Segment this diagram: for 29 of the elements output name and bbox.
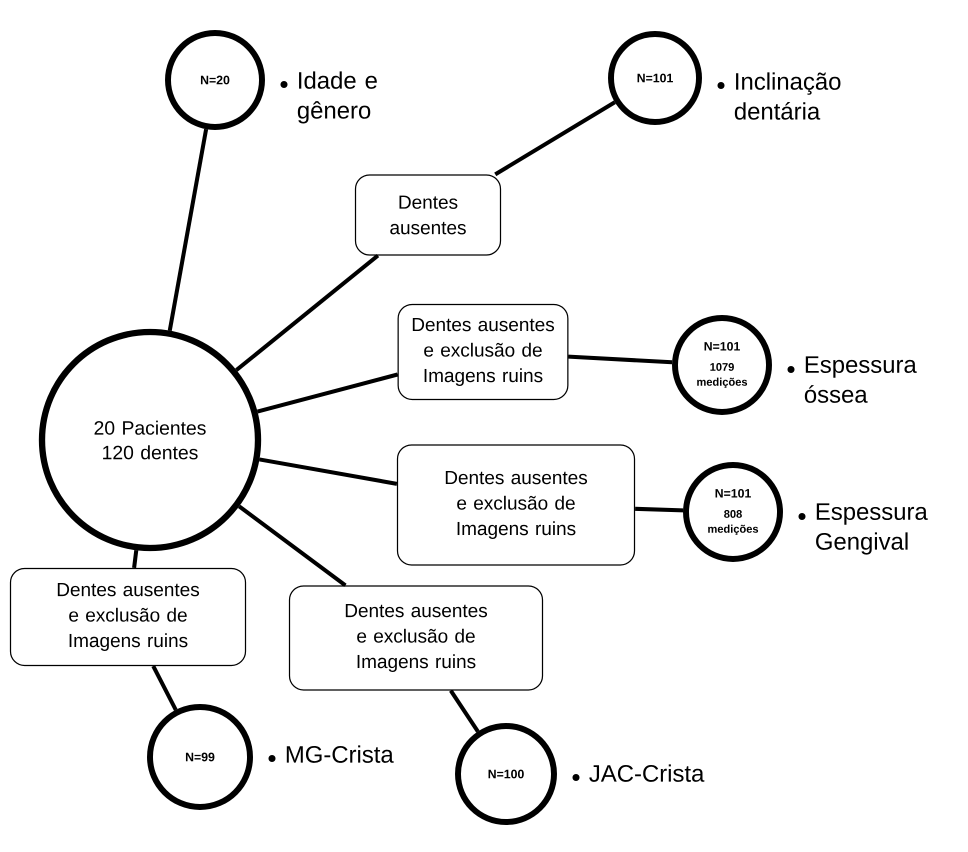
side-label: Espessura óssea: [804, 356, 917, 403]
side-label: Inclinação dentária: [734, 72, 840, 120]
connector-line: [256, 372, 398, 414]
circle-node: N=101: [608, 31, 702, 125]
circle-node: N=101 808 medições: [683, 462, 783, 562]
process-box: Dentes ausentes e exclusão de Imagens ruins: [398, 304, 568, 400]
connector-line: [568, 354, 672, 364]
process-box: Dentes ausentes e exclusão de Imagens ruins: [288, 585, 544, 691]
side-label: Idade e gênero: [298, 71, 377, 124]
circle-node: N=100: [455, 723, 557, 825]
connector-line: [238, 504, 347, 587]
process-box: Dentes ausentes: [354, 174, 502, 256]
connector-line: [132, 550, 138, 568]
side-label: Espessura Gengival: [816, 503, 928, 555]
circle-node: N=20: [165, 30, 265, 130]
connector-line: [494, 100, 616, 176]
circle-node: N=101 1079 medições: [672, 315, 772, 415]
connector-line: [635, 506, 684, 512]
connector-line: [168, 128, 208, 331]
connector-line: [259, 457, 398, 486]
process-box: Dentes ausentes e exclusão de Imagens ruins: [10, 568, 246, 666]
circle-node: 20 Pacientes 120 dentes: [38, 328, 262, 552]
circle-node: N=99: [147, 704, 253, 810]
side-label: MG-Crista: [286, 745, 394, 763]
connector-line: [449, 689, 480, 733]
process-box: Dentes ausentes e exclusão de Imagens ruins: [396, 444, 636, 566]
side-label: JAC-Crista: [589, 764, 704, 782]
connector-line: [235, 254, 380, 372]
connector-line: [151, 665, 178, 711]
